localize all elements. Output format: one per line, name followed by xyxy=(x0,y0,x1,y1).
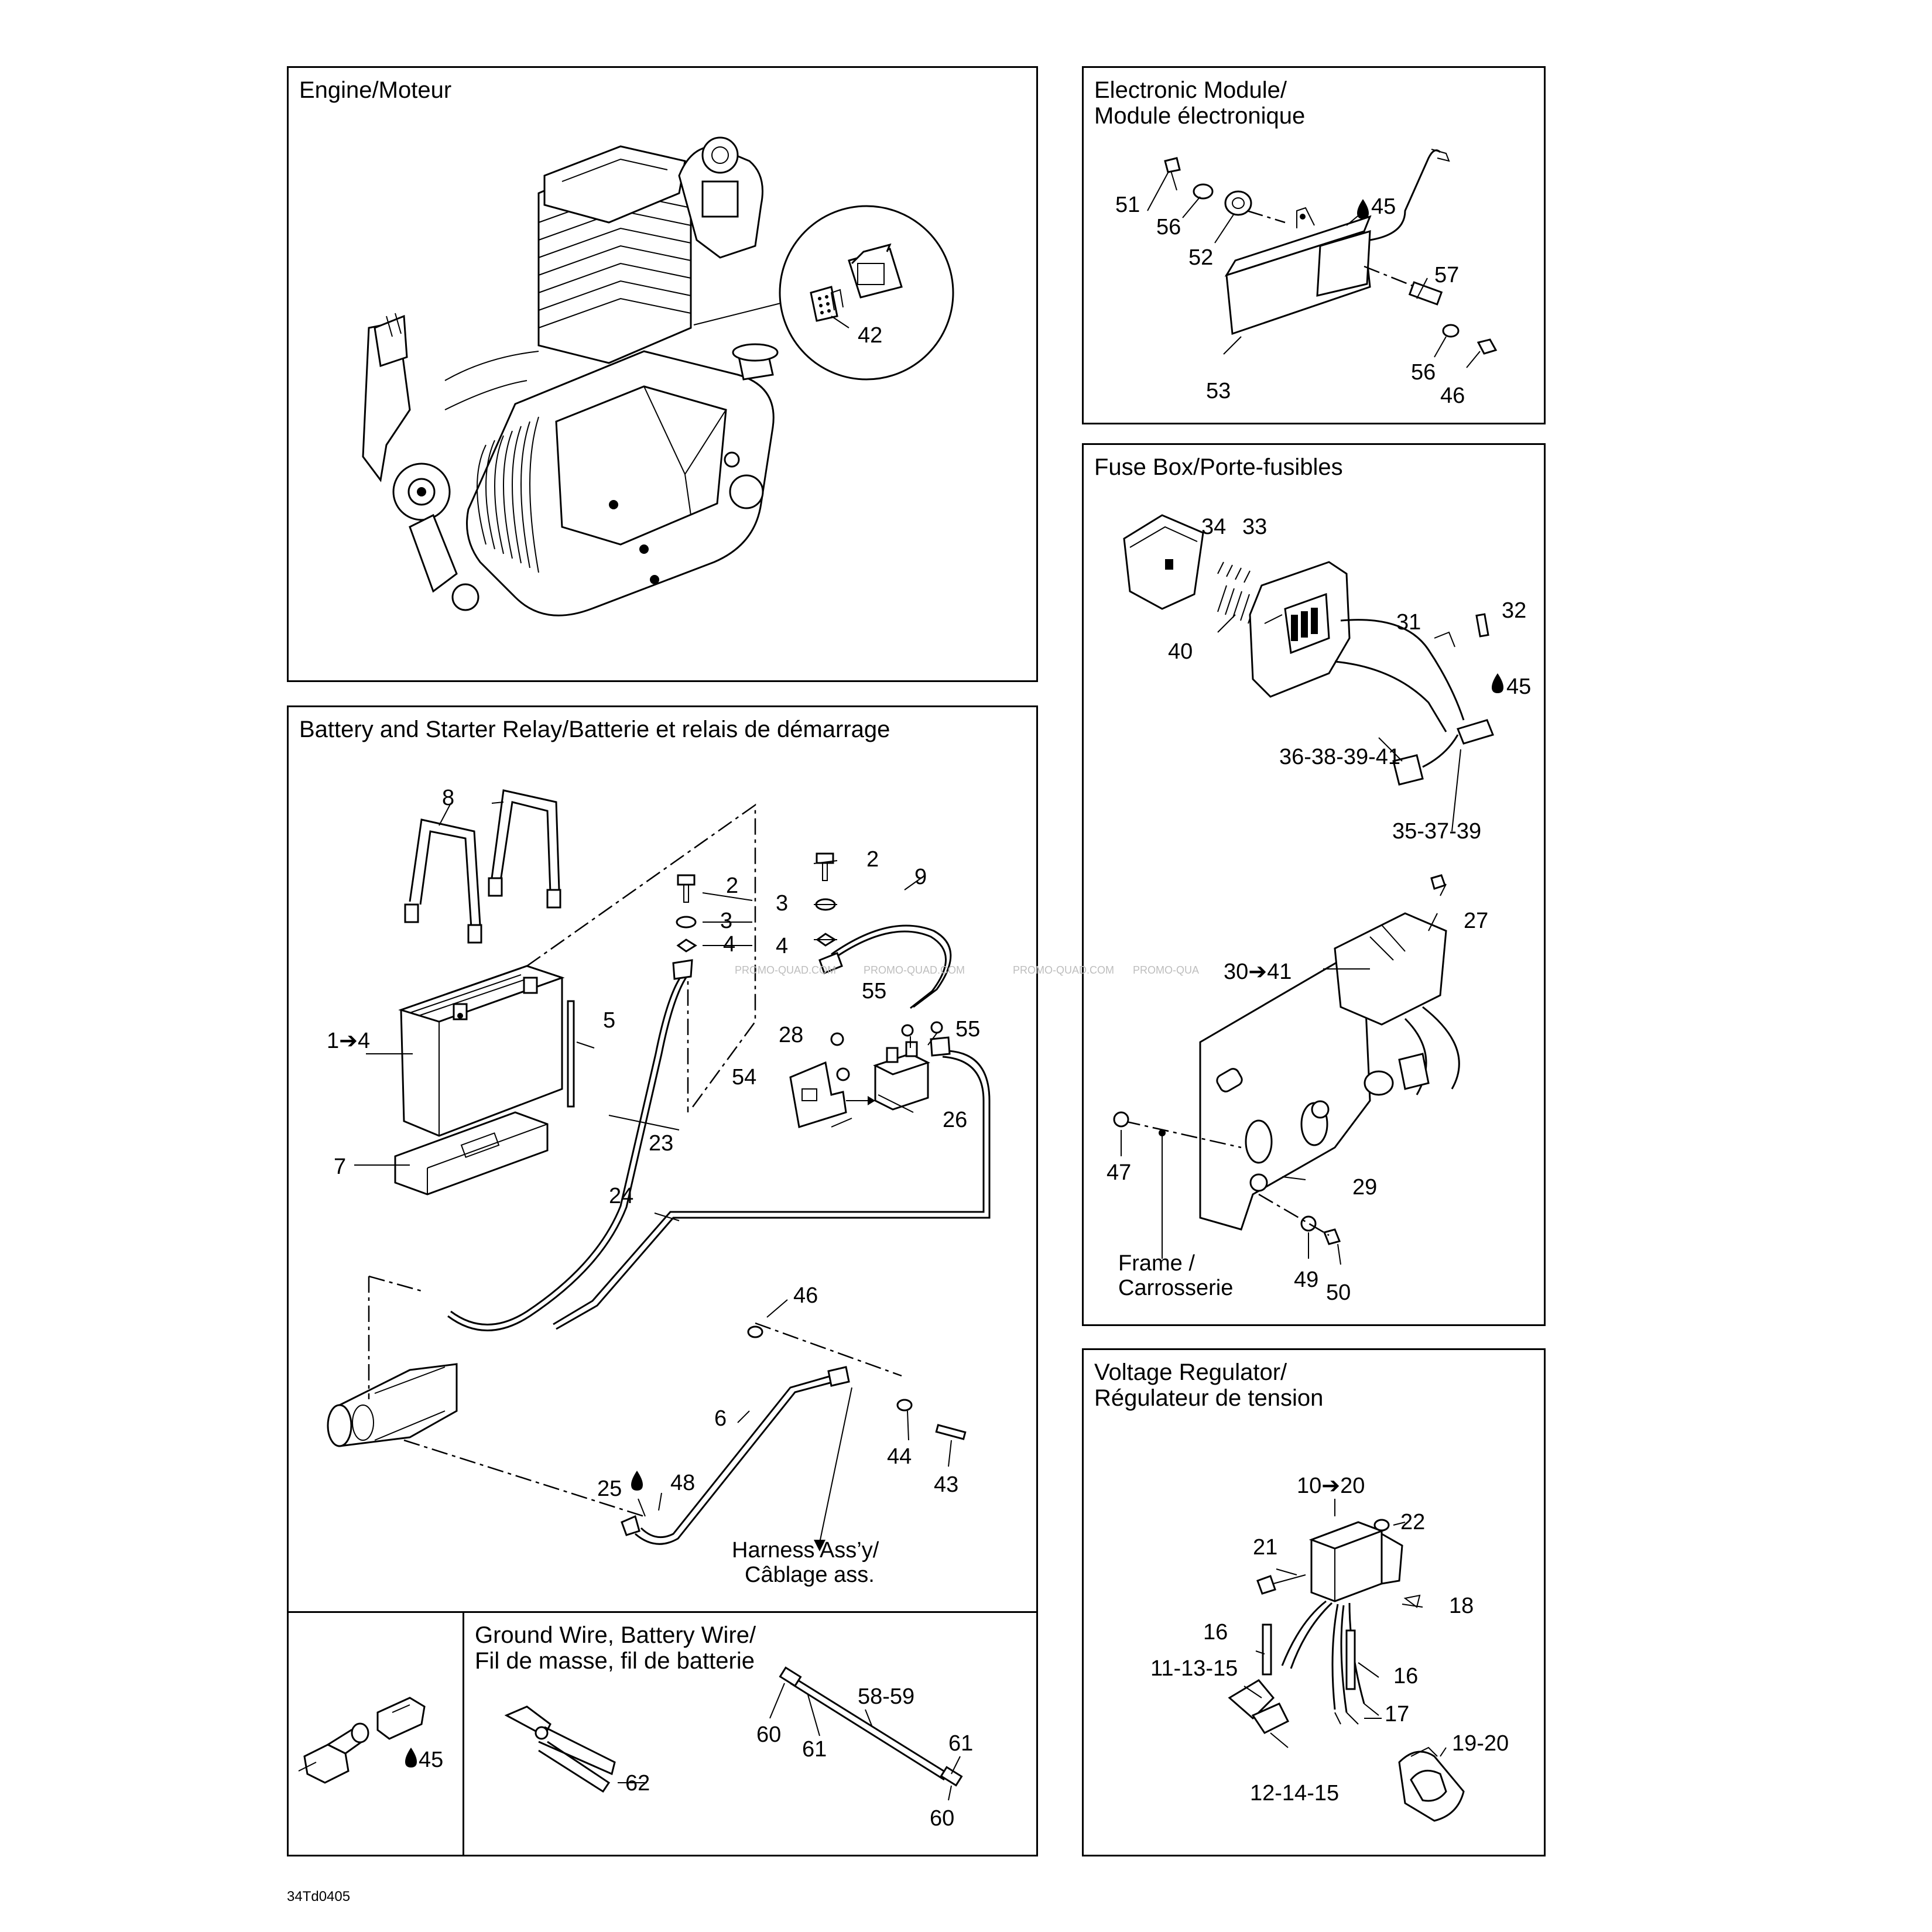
label-1-4: 1➔4 xyxy=(327,1029,370,1053)
label-42: 42 xyxy=(858,323,882,348)
label-28: 28 xyxy=(779,1023,803,1047)
label-carrosserie: Carrosserie xyxy=(1118,1276,1233,1300)
label-55: 55 xyxy=(862,979,886,1003)
label-61b: 61 xyxy=(948,1731,973,1756)
label-60b: 60 xyxy=(930,1806,954,1831)
label-21: 21 xyxy=(1253,1535,1277,1560)
label-11-13-15: 11-13-15 xyxy=(1150,1656,1238,1681)
label-6: 6 xyxy=(714,1406,727,1431)
label-16b: 16 xyxy=(1393,1664,1418,1688)
label-12-14-15: 12-14-15 xyxy=(1250,1781,1339,1806)
label-frame: Frame / xyxy=(1118,1251,1195,1276)
electronic-module-illustration xyxy=(1147,149,1498,368)
engine-illustration xyxy=(362,136,788,616)
label-18: 18 xyxy=(1449,1594,1474,1618)
label-56b: 56 xyxy=(1411,360,1436,385)
label-10-20: 10➔20 xyxy=(1297,1474,1365,1498)
label-7: 7 xyxy=(334,1155,346,1179)
label-23: 23 xyxy=(649,1131,673,1156)
label-48: 48 xyxy=(670,1471,695,1495)
watermark: PROMO-QUA xyxy=(1133,964,1199,976)
label-50: 50 xyxy=(1326,1280,1351,1305)
label-46: 46 xyxy=(1440,383,1465,408)
panel-title-battery-relay: Battery and Starter Relay/Batterie et re… xyxy=(299,717,890,742)
drawing-code: 34Td0405 xyxy=(287,1889,351,1904)
label-60: 60 xyxy=(756,1722,781,1747)
label-16: 16 xyxy=(1203,1620,1228,1645)
label-2b: 2 xyxy=(866,847,879,872)
panel-title-voltage-regulator: Voltage Regulator/ Régulateur de tension xyxy=(1094,1359,1324,1411)
label-49: 49 xyxy=(1294,1268,1318,1292)
label-55b: 55 xyxy=(955,1017,980,1042)
panel-title-ground-wire: Ground Wire, Battery Wire/ Fil de masse,… xyxy=(475,1622,756,1674)
panel-title-electronic-module: Electronic Module/ Module électronique xyxy=(1094,77,1306,129)
label-2: 2 xyxy=(726,873,738,898)
fuse-box-illustration xyxy=(1113,514,1495,1265)
label-3b: 3 xyxy=(776,891,788,916)
label-32: 32 xyxy=(1502,598,1526,623)
label-17: 17 xyxy=(1385,1702,1409,1727)
label-40: 40 xyxy=(1168,639,1193,664)
label-61: 61 xyxy=(802,1737,827,1762)
watermark: PROMO-QUAD.COM xyxy=(864,964,965,976)
label-9: 9 xyxy=(914,865,927,889)
label-22: 22 xyxy=(1400,1510,1425,1534)
connector-detail-callout: 42 xyxy=(779,205,954,381)
panel-title-fuse-box: Fuse Box/Porte-fusibles xyxy=(1094,454,1343,480)
label-46: 46 xyxy=(793,1283,818,1308)
connector-illustration xyxy=(298,1697,426,1784)
ground-wire-panel: Ground Wire, Battery Wire/ Fil de masse,… xyxy=(463,1611,1038,1856)
label-43: 43 xyxy=(934,1472,958,1497)
label-30-41: 30➔41 xyxy=(1224,960,1292,984)
label-33: 33 xyxy=(1242,515,1267,539)
label-cablage: Câblage ass. xyxy=(745,1563,875,1587)
connector-subpanel xyxy=(287,1611,464,1856)
label-31: 31 xyxy=(1396,610,1421,635)
label-58-59: 58-59 xyxy=(858,1684,914,1709)
label-53: 53 xyxy=(1206,379,1231,403)
label-27: 27 xyxy=(1464,909,1488,933)
label-47: 47 xyxy=(1107,1160,1131,1185)
label-44: 44 xyxy=(887,1444,912,1469)
label-62: 62 xyxy=(625,1771,650,1796)
label-26: 26 xyxy=(943,1108,967,1132)
oil-drop-icon xyxy=(1357,199,1369,219)
label-8: 8 xyxy=(442,786,454,810)
voltage-regulator-panel: Voltage Regulator/ Régulateur de tension xyxy=(1082,1348,1546,1856)
oil-drop-icon xyxy=(405,1748,417,1767)
label-19-20: 19-20 xyxy=(1452,1731,1509,1756)
label-54: 54 xyxy=(732,1065,756,1090)
oil-drop-icon xyxy=(631,1471,643,1491)
watermark: PROMO-QUAD.COM xyxy=(735,964,836,976)
label-34: 34 xyxy=(1201,515,1226,539)
label-45-fuse: 45 xyxy=(1506,674,1531,699)
label-56: 56 xyxy=(1156,215,1181,239)
label-5: 5 xyxy=(603,1008,615,1033)
label-45-ground: 45 xyxy=(419,1748,443,1772)
label-25: 25 xyxy=(597,1477,622,1501)
label-3: 3 xyxy=(720,909,732,933)
label-45: 45 xyxy=(1371,194,1396,219)
crimp-tool-illustration xyxy=(504,1666,963,1801)
label-35-37-39: 35-37-39 xyxy=(1392,819,1481,844)
label-52: 52 xyxy=(1188,245,1213,270)
label-4: 4 xyxy=(723,932,735,957)
label-29: 29 xyxy=(1352,1175,1377,1200)
label-4b: 4 xyxy=(776,934,788,958)
label-51: 51 xyxy=(1115,193,1140,217)
label-57: 57 xyxy=(1434,263,1459,287)
voltage-regulator-illustration xyxy=(1228,1499,1465,1822)
watermark: PROMO-QUAD.COM xyxy=(1013,964,1114,976)
label-36-38-39-41: 36-38-39-41 xyxy=(1279,745,1400,769)
battery-relay-illustration xyxy=(327,789,991,1551)
label-harness: Harness Ass’y/ xyxy=(732,1538,879,1563)
panel-title-engine: Engine/Moteur xyxy=(299,77,452,103)
label-24: 24 xyxy=(609,1184,633,1208)
oil-drop-icon xyxy=(1492,673,1503,693)
